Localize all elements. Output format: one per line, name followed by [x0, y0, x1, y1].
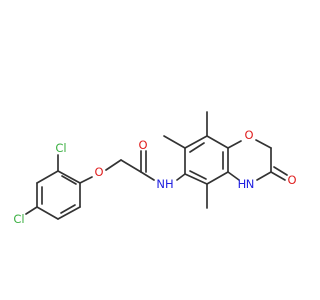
atom-o-ring: O: [244, 128, 253, 142]
dichlorophenyl-ring: [36, 170, 81, 220]
bond: [184, 135, 208, 149]
bond: [189, 142, 205, 153]
bond: [140, 171, 155, 181]
atom-n-lactam-h: H: [238, 177, 247, 191]
bond: [184, 173, 208, 185]
methyl-bond: [163, 135, 186, 149]
bond: [255, 139, 272, 149]
bond: [79, 176, 93, 184]
molecule-structure: Cl Cl O O NH O O H N: [13, 111, 297, 226]
bond: [273, 166, 288, 176]
bond: [57, 206, 81, 220]
bond: [120, 159, 142, 173]
atom-cl-ortho: Cl: [55, 141, 66, 155]
bond: [206, 171, 229, 185]
bond: [270, 171, 286, 181]
bond: [36, 206, 59, 220]
bond: [176, 173, 186, 181]
atom-n-lactam: N: [246, 177, 255, 191]
bond: [61, 175, 77, 185]
bond: [36, 170, 59, 184]
atom-labels: Cl Cl O O NH O O H N: [13, 128, 296, 226]
bond: [60, 204, 76, 214]
benzoxazinone-aromatic-ring: [184, 135, 229, 185]
bond: [189, 170, 207, 180]
bond: [25, 206, 38, 215]
bond: [227, 140, 242, 149]
oxazinone-ring: [227, 139, 288, 181]
atom-o-amide: O: [138, 138, 147, 152]
atom-o-ether: O: [94, 165, 103, 179]
atom-cl-para: Cl: [13, 212, 24, 226]
bond: [227, 171, 240, 181]
bond: [256, 171, 272, 181]
bond: [57, 170, 81, 184]
bond: [206, 135, 229, 149]
bond: [105, 159, 122, 171]
atom-o-lactam: O: [287, 173, 296, 187]
atom-n-amide: NH: [156, 177, 173, 191]
molecule-canvas: Cl Cl O O NH O O H N: [13, 111, 297, 226]
